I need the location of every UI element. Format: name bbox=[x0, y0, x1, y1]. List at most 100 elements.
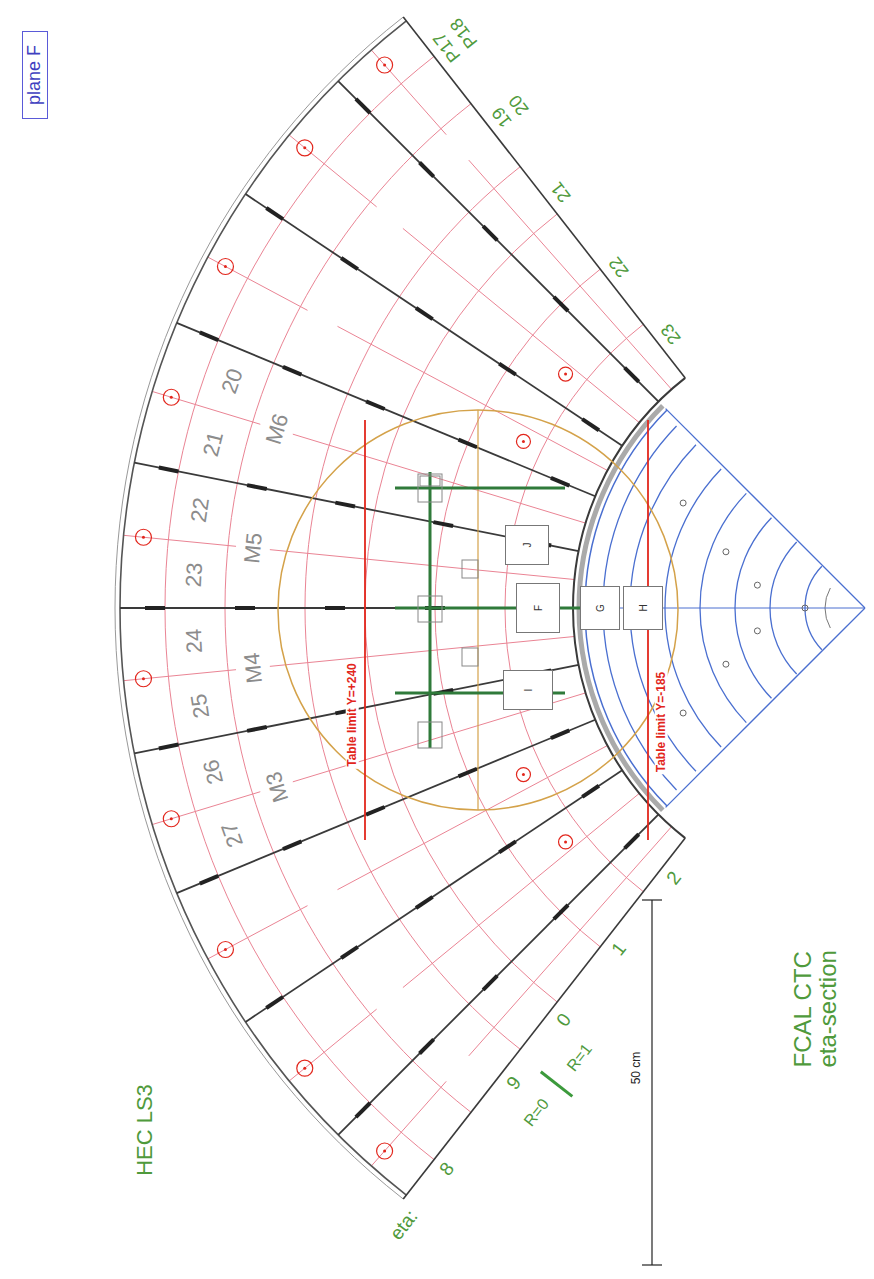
fcal-rod bbox=[723, 549, 729, 555]
box-label: J bbox=[522, 543, 533, 548]
readout-circle bbox=[559, 835, 573, 849]
label: Table limit Y=+240 bbox=[346, 661, 359, 769]
scale-tick bbox=[642, 899, 662, 900]
module-connector bbox=[247, 485, 267, 489]
readout-circle bbox=[377, 57, 393, 73]
label: M6 bbox=[260, 409, 292, 449]
pad-boundary bbox=[208, 257, 308, 310]
readout-circle bbox=[516, 768, 530, 782]
label: 21 bbox=[199, 428, 228, 461]
table-limit-line bbox=[647, 420, 649, 840]
fcal-rod bbox=[754, 628, 760, 634]
label: 26 bbox=[199, 755, 228, 788]
module-connector bbox=[325, 606, 345, 610]
module-connector bbox=[458, 769, 476, 777]
pad-boundary bbox=[208, 906, 308, 959]
module-connector bbox=[551, 730, 569, 738]
support-block bbox=[462, 560, 478, 578]
module-connector bbox=[235, 606, 255, 610]
box-label: H bbox=[638, 604, 649, 611]
support-block bbox=[420, 476, 440, 486]
module-connector bbox=[582, 419, 599, 430]
table-block: F bbox=[516, 583, 560, 633]
module-connector bbox=[247, 727, 267, 731]
label: 23 bbox=[182, 560, 206, 590]
readout-circle bbox=[377, 1143, 393, 1159]
module-connector bbox=[283, 841, 301, 849]
pad-boundary bbox=[403, 228, 639, 422]
label: 1 bbox=[607, 937, 632, 961]
pad-boundary bbox=[371, 50, 446, 135]
module-boundary bbox=[338, 81, 658, 401]
readout-circle bbox=[559, 367, 573, 381]
box-label: I bbox=[523, 689, 534, 692]
plane-box: plane F bbox=[22, 31, 48, 119]
label: eta: bbox=[385, 1204, 423, 1244]
module-boundary bbox=[246, 194, 623, 446]
readout-circle-dot bbox=[383, 1149, 386, 1152]
module-connector bbox=[433, 522, 453, 526]
hec-edge bbox=[403, 838, 685, 1199]
module-connector bbox=[341, 947, 358, 958]
pad-boundary bbox=[337, 746, 607, 890]
readout-circle-dot bbox=[522, 773, 525, 776]
pad-boundary bbox=[270, 636, 575, 666]
label: 27 bbox=[217, 817, 248, 852]
fcal-rod bbox=[680, 500, 686, 506]
table-limit-line bbox=[364, 420, 366, 840]
readout-circle bbox=[163, 811, 179, 827]
module-connector bbox=[458, 440, 476, 448]
module-connector bbox=[420, 163, 434, 177]
module-connector bbox=[283, 367, 301, 375]
pad-boundary bbox=[289, 1009, 376, 1081]
fcal-rod bbox=[680, 710, 686, 716]
readout-circle-dot bbox=[564, 840, 567, 843]
support-block bbox=[418, 722, 442, 748]
module-connector bbox=[366, 401, 384, 409]
r-marker bbox=[541, 1072, 573, 1097]
label: HEC LS3 bbox=[133, 1082, 156, 1178]
label: 50 cm bbox=[630, 1050, 643, 1087]
readout-circle-dot bbox=[170, 817, 173, 820]
box-label: F bbox=[533, 605, 544, 611]
readout-circle bbox=[135, 671, 151, 687]
module-connector bbox=[416, 897, 433, 908]
label: 25 bbox=[187, 690, 214, 722]
readout-circle-dot bbox=[224, 948, 227, 951]
label: Table limit Y=-185 bbox=[655, 670, 668, 775]
readout-circle-dot bbox=[142, 677, 145, 680]
pad-boundary bbox=[469, 827, 672, 1056]
readout-circle bbox=[516, 434, 530, 448]
fcal-rod bbox=[802, 605, 808, 611]
table-block: I bbox=[503, 670, 553, 710]
box-label: G bbox=[595, 604, 606, 612]
label: M3 bbox=[260, 767, 292, 807]
table-beam bbox=[395, 487, 565, 490]
support-block bbox=[462, 648, 478, 666]
scale-bar bbox=[651, 900, 652, 1265]
label: 24 bbox=[182, 626, 206, 656]
module-connector bbox=[554, 297, 568, 311]
readout-circle-dot bbox=[564, 373, 567, 376]
support-block bbox=[418, 596, 442, 622]
table-block: H bbox=[623, 586, 663, 630]
fcal-edge bbox=[666, 409, 865, 608]
label: 8 bbox=[434, 1158, 459, 1182]
module-connector bbox=[625, 834, 639, 848]
label: 9 bbox=[502, 1071, 527, 1095]
readout-circle-dot bbox=[522, 440, 525, 443]
module-boundary bbox=[246, 770, 623, 1022]
module-connector bbox=[499, 841, 516, 852]
readout-circle bbox=[217, 941, 233, 957]
module-connector bbox=[551, 478, 569, 486]
pad-boundary bbox=[152, 792, 260, 825]
box-label: plane F bbox=[25, 45, 45, 105]
label: 22 bbox=[187, 494, 214, 526]
reference-circle bbox=[278, 410, 678, 810]
label: R=1 bbox=[563, 1039, 597, 1076]
module-connector bbox=[266, 208, 283, 219]
support-block bbox=[418, 474, 442, 502]
module-connector bbox=[145, 606, 165, 610]
pad-boundary bbox=[469, 160, 672, 389]
module-connector bbox=[499, 364, 516, 375]
